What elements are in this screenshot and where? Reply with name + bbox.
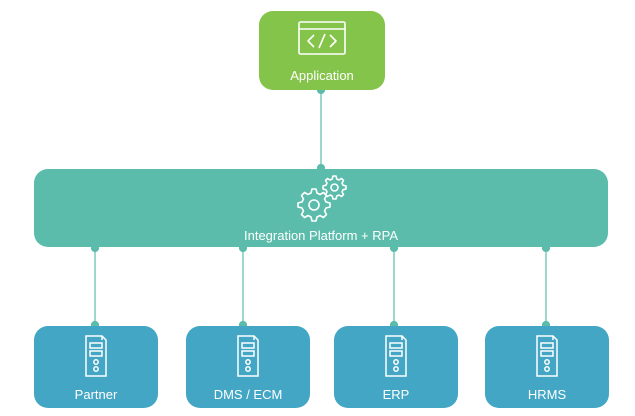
application-label: Application xyxy=(290,68,354,83)
server-icon xyxy=(83,334,109,383)
server-icon xyxy=(235,334,261,383)
code-window-icon xyxy=(297,20,347,61)
gears-icon xyxy=(290,172,352,229)
system-label: DMS / ECM xyxy=(213,387,283,402)
hrms-node: HRMS xyxy=(485,326,609,408)
dms-ecm-node: DMS / ECM xyxy=(186,326,310,408)
server-icon xyxy=(534,334,560,383)
platform-label: Integration Platform + RPA xyxy=(243,228,399,243)
server-icon xyxy=(383,334,409,383)
integration-platform-node: Integration Platform + RPA xyxy=(34,169,608,247)
system-label: HRMS xyxy=(527,387,567,402)
erp-node: ERP xyxy=(334,326,458,408)
system-label: Partner xyxy=(74,387,118,402)
system-label: ERP xyxy=(382,387,410,402)
partner-node: Partner xyxy=(34,326,158,408)
application-node: Application xyxy=(259,11,385,90)
